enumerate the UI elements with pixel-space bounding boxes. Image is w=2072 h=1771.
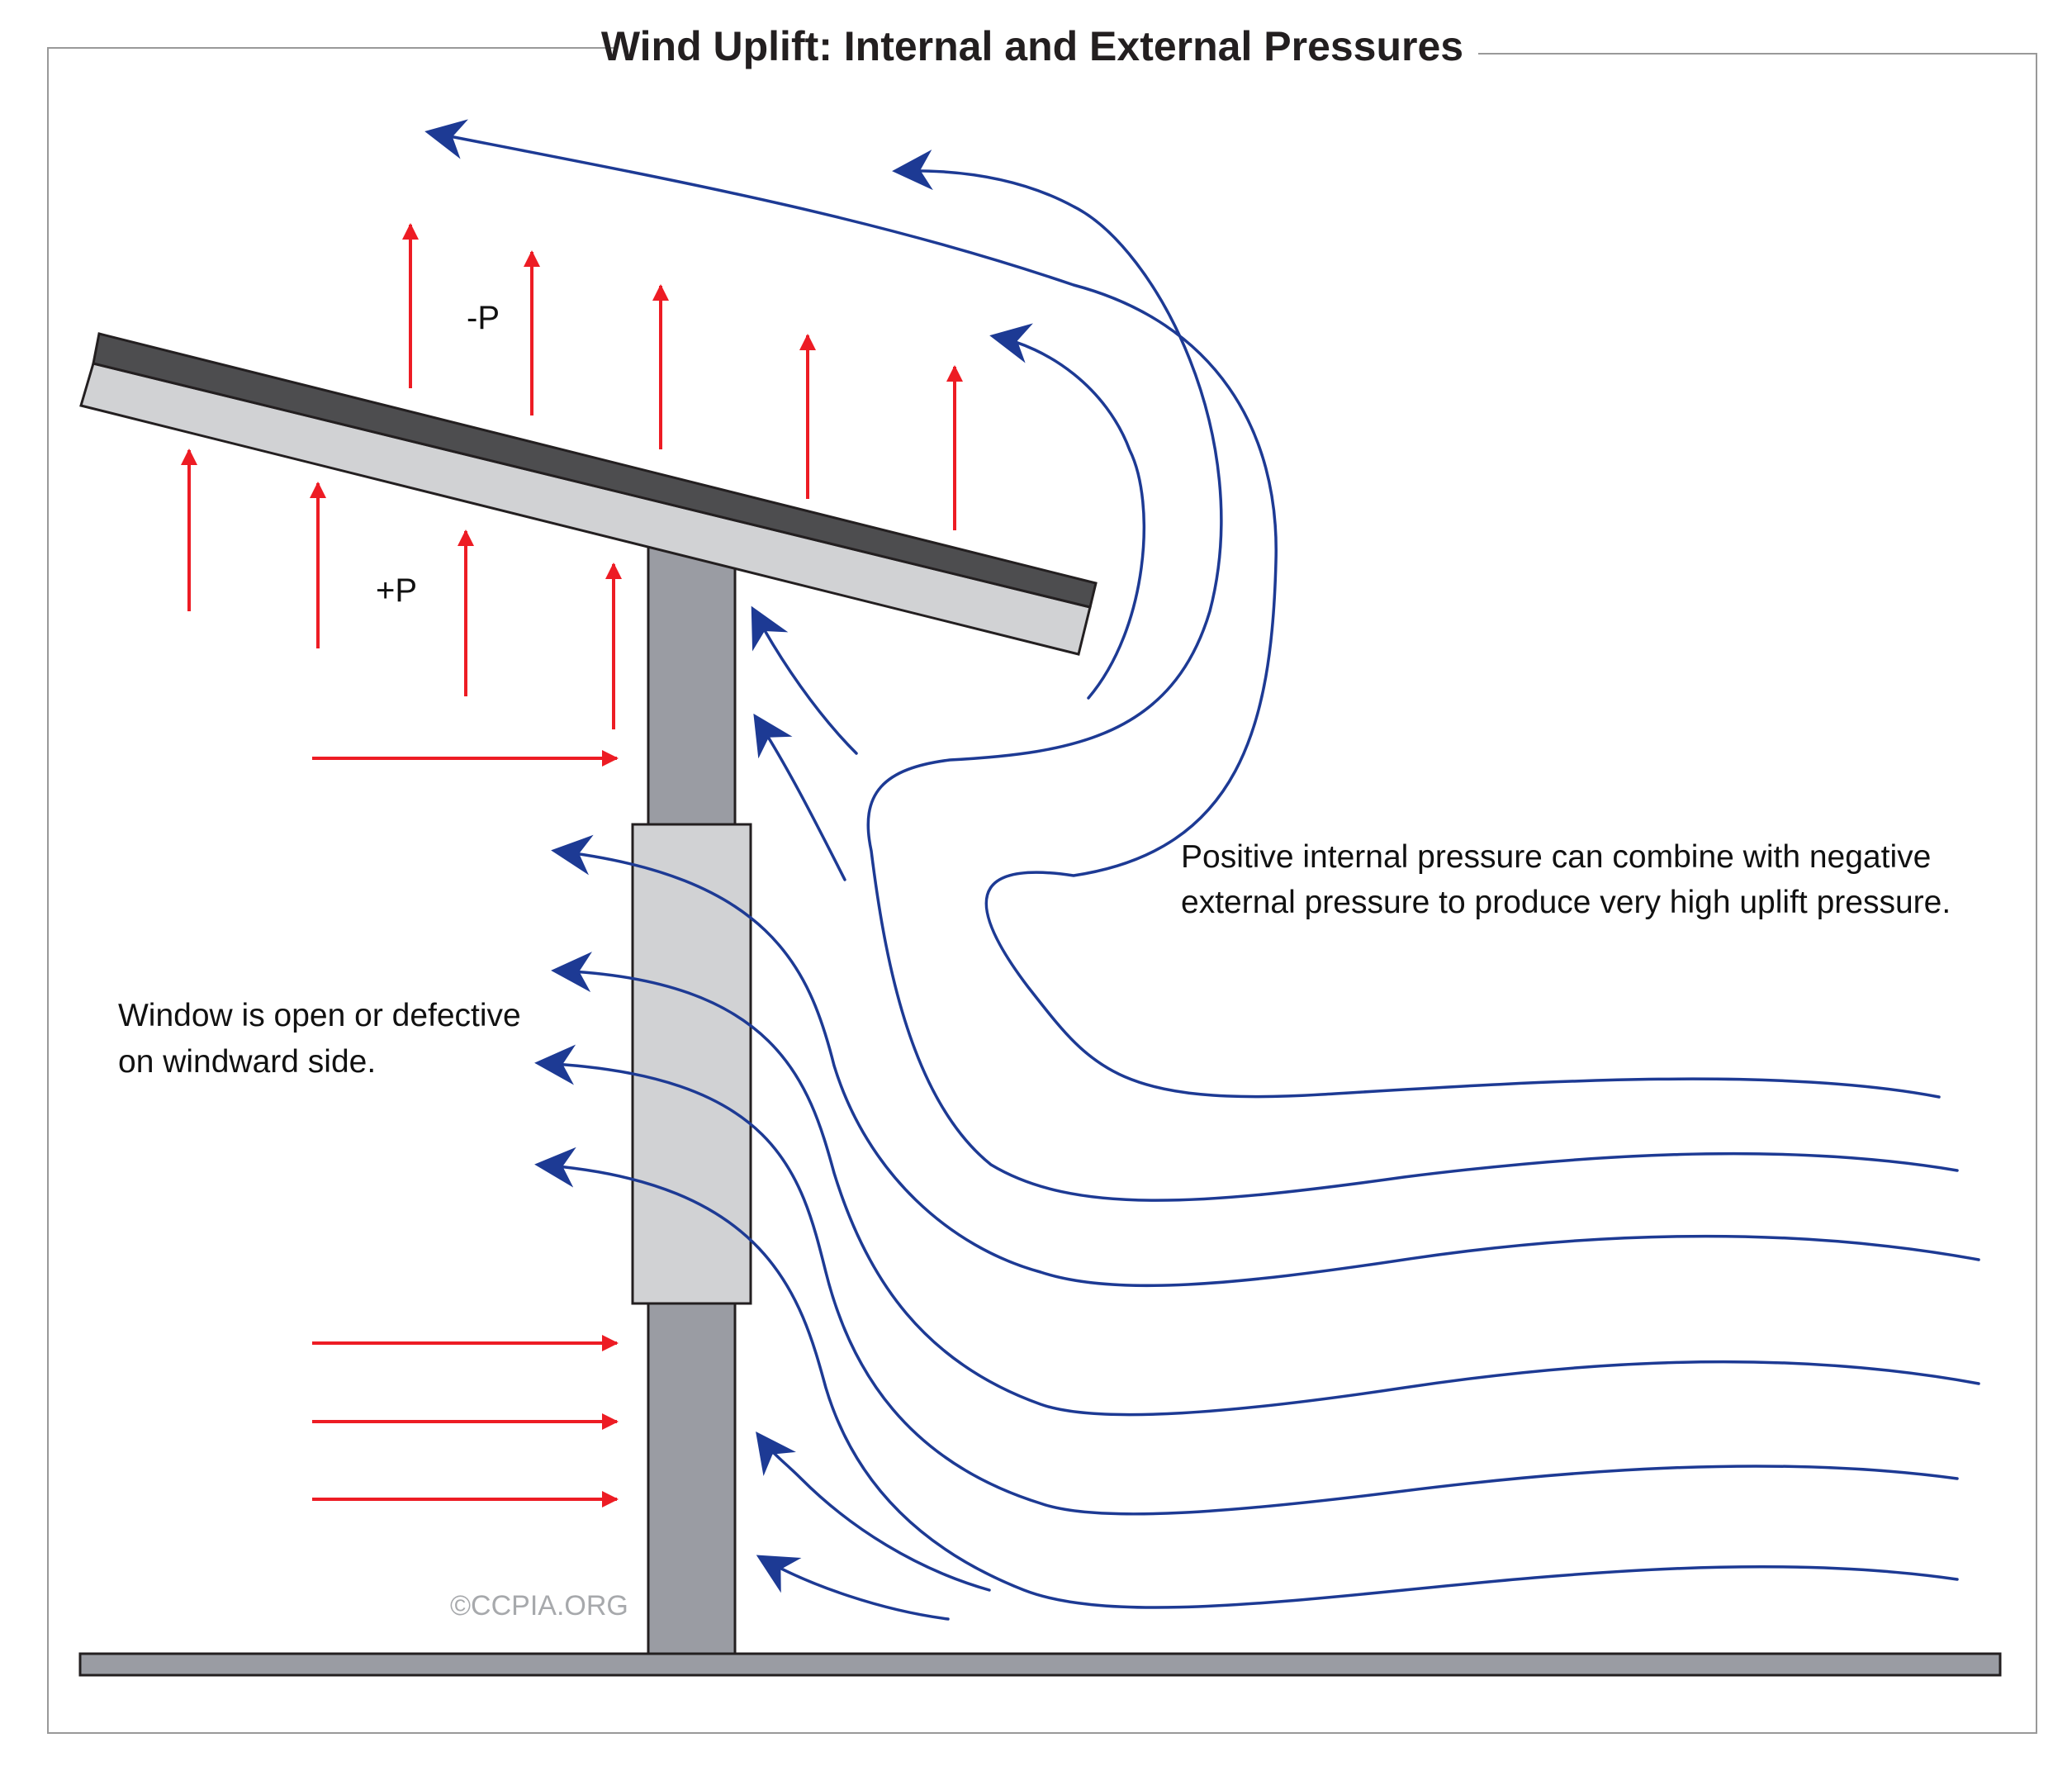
airflow-line (424, 119, 1941, 1099)
airflow-line (756, 1555, 950, 1621)
window-note-line2: on windward side. (118, 1044, 376, 1080)
roof-panel (79, 362, 1092, 656)
wind-pressure-arrows (312, 750, 619, 1507)
airflow-line (534, 1044, 1959, 1516)
airflow-line (753, 713, 846, 881)
airflow-line (534, 1147, 1959, 1609)
copyright-credit: ©CCPIA.ORG (450, 1590, 628, 1621)
airflow-line (989, 323, 1146, 700)
support-post-lower (647, 1302, 737, 1655)
roof-top-layer (92, 332, 1098, 609)
airflow-line (866, 150, 1959, 1202)
positive-pressure-label: +P (376, 572, 417, 609)
ground-slab (78, 1652, 2002, 1677)
positive-pressure-arrows (181, 449, 622, 729)
frame-border (47, 47, 2037, 1734)
airflow-streamlines (424, 119, 1980, 1621)
negative-pressure-label: -P (467, 300, 500, 336)
airflow-line (751, 605, 858, 755)
uplift-note-line2: external pressure to produce very high u… (1181, 885, 1951, 920)
uplift-note-line1: Positive internal pressure can combine w… (1181, 839, 1931, 875)
window-panel (631, 823, 752, 1305)
airflow-line (756, 1432, 991, 1592)
diagram-title: Wind Uplift: Internal and External Press… (601, 23, 1463, 69)
airflow-line (551, 952, 1980, 1417)
airflow-line (551, 834, 1980, 1288)
window-note-line1: Window is open or defective (118, 998, 521, 1033)
negative-pressure-arrows (402, 223, 963, 530)
